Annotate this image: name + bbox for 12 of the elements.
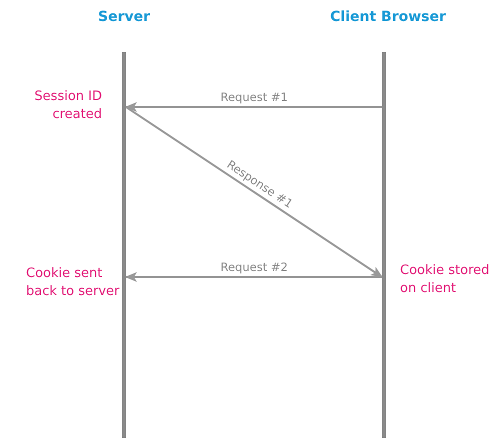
lifeline-heading: Server <box>98 9 150 25</box>
edge-label: Request #2 <box>218 260 290 274</box>
message-arrow <box>125 102 382 112</box>
annotation-note: Session ID created <box>33 88 102 124</box>
annotation-note: Cookie stored on client <box>400 262 490 298</box>
lifeline <box>382 52 386 438</box>
lifeline <box>122 52 126 438</box>
lifeline-heading: Client Browser <box>330 9 446 25</box>
message-arrow <box>125 272 382 282</box>
message-arrow <box>125 106 383 278</box>
annotation-note: Cookie sent back to server <box>26 265 120 301</box>
edge-label: Request #1 <box>218 90 290 104</box>
